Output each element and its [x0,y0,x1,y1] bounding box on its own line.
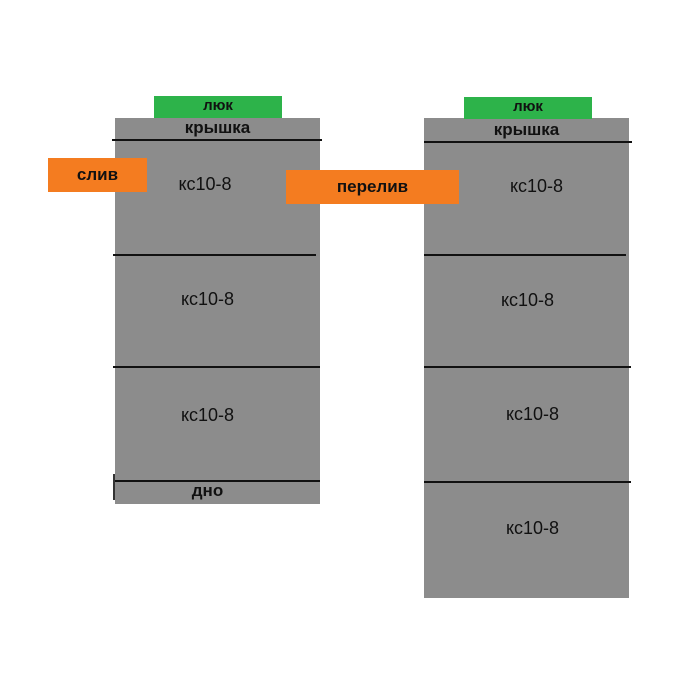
left-cover-label: крышка [184,118,251,137]
right-ring-2-label: кс10-8 [500,290,555,310]
drain-pipe: слив [48,158,147,192]
right-ring-divider-1 [424,254,626,256]
right-ring-3-label: кс10-8 [505,404,560,424]
right-ring-1-label: кс10-8 [509,176,564,196]
left-ring-divider-1 [113,254,316,256]
left-bottom-tick [113,474,115,500]
overflow-pipe: перелив [286,170,459,204]
left-hatch: люк [154,96,282,118]
left-ring-2-label: кс10-8 [180,289,235,309]
left-ring-divider-2 [113,366,320,368]
right-ring-4-label: кс10-8 [505,518,560,538]
right-hatch: люк [464,97,592,119]
right-ring-divider-2 [424,366,631,368]
right-ring-divider-3 [424,481,631,483]
left-ring-1-label: кс10-8 [178,174,232,194]
left-well [115,118,320,504]
right-cover-label: крышка [493,120,560,139]
left-cover-divider [112,139,322,141]
right-cover-divider [424,141,632,143]
left-bottom-label: дно [191,481,224,500]
left-bottom-divider [113,480,320,482]
left-ring-3-label: кс10-8 [180,405,235,425]
